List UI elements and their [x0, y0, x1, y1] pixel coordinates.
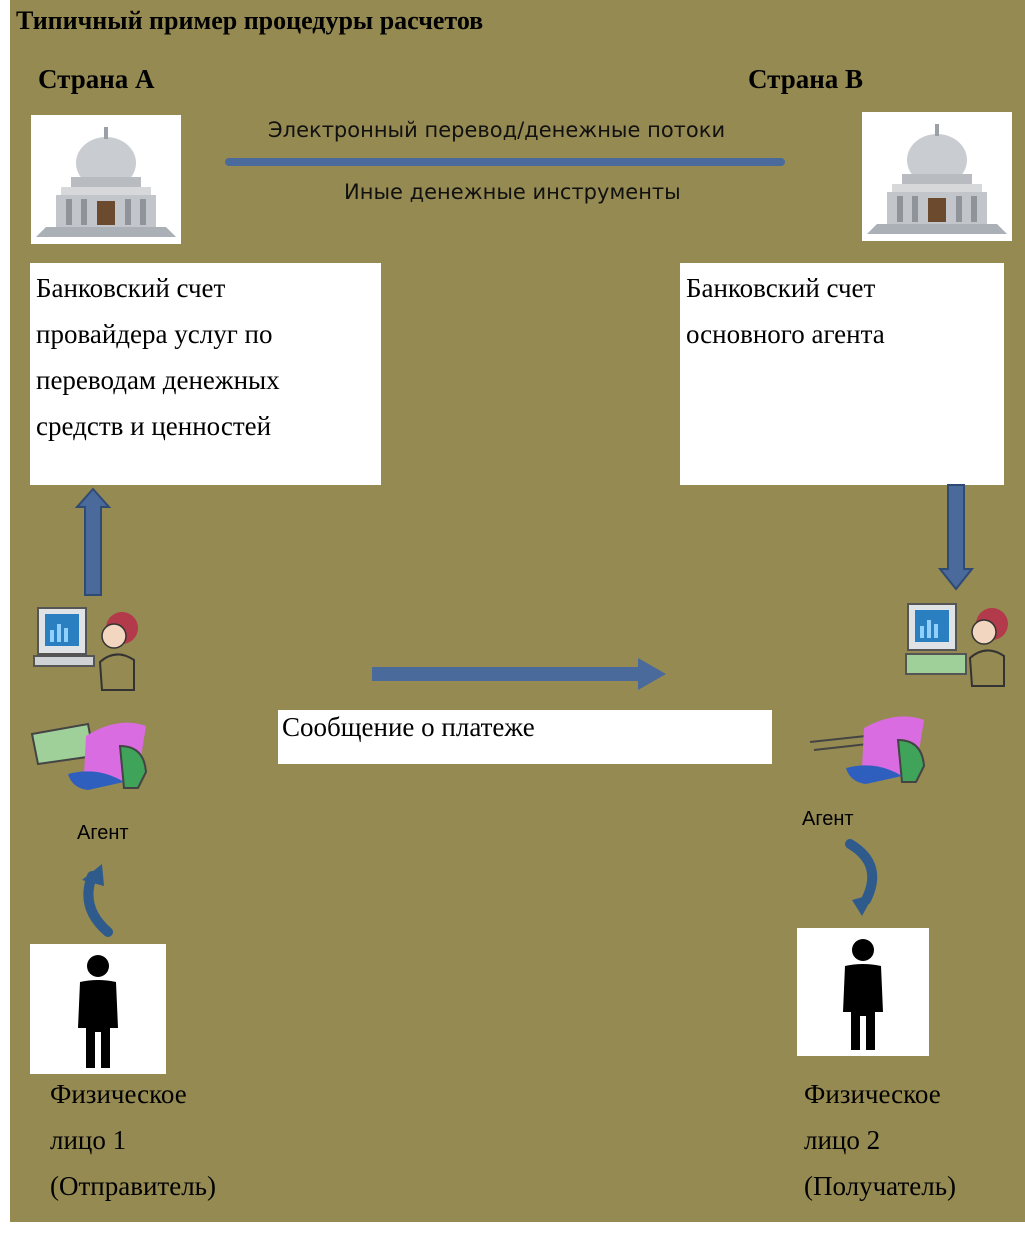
person-left-line: (Отправитель) [50, 1171, 216, 1201]
person-label-right: Физическое лицо 2 (Получатель) [804, 1071, 956, 1209]
bank-building-icon-a [31, 115, 181, 244]
payment-message-box: Сообщение о платеже [278, 710, 772, 764]
account-box-left: Банковский счет провайдера услуг по пере… [30, 263, 381, 485]
account-left-line: провайдера услуг по [36, 319, 273, 349]
diagram-title: Типичный пример процедуры расчетов [16, 6, 484, 35]
payment-message-arrow [372, 658, 666, 690]
person-right-line: Физическое [804, 1079, 941, 1109]
account-left-line: Банковский счет [36, 273, 226, 303]
country-b-label: Страна В [748, 64, 864, 94]
account-right-line: Банковский счет [686, 273, 876, 303]
account-box-right: Банковский счет основного агента [680, 263, 1004, 485]
agent-label-right: Агент [802, 808, 854, 830]
bank-building-icon [36, 127, 176, 237]
account-right-line: основного агента [686, 319, 885, 349]
typing-agent-icon-left [30, 722, 148, 790]
person-right-line: (Получатель) [804, 1171, 957, 1201]
curved-arrow-icon-right [845, 839, 878, 916]
payment-message-label: Сообщение о платеже [282, 712, 535, 742]
flow-label-instruments: Иные денежные инструменты [344, 180, 681, 204]
person-box-left [30, 944, 166, 1074]
bank-building-icon-b [862, 112, 1012, 241]
curved-arrow-icon-left [82, 864, 113, 937]
computer-operator-icon-left [33, 607, 138, 691]
bank-building-icon [867, 124, 1007, 234]
flow-label-electronic: Электронный перевод/денежные потоки [268, 118, 726, 142]
country-connector-arrow [225, 158, 785, 166]
typing-agent-icon-right [809, 716, 926, 784]
computer-operator-icon-right [905, 603, 1008, 687]
person-left-line: Физическое [50, 1079, 187, 1109]
person-icon [78, 955, 118, 1068]
person-left-line: лицо 1 [50, 1125, 127, 1155]
person-right-line: лицо 2 [804, 1125, 881, 1155]
agent-label-left: Агент [77, 822, 129, 844]
country-a-label: Страна А [38, 64, 155, 94]
person-label-left: Физическое лицо 1 (Отправитель) [50, 1071, 216, 1209]
account-left-line: средств и ценностей [36, 411, 272, 441]
person-icon [843, 939, 883, 1050]
down-block-arrow [937, 484, 975, 591]
person-box-right [797, 928, 929, 1056]
up-block-arrow [74, 487, 112, 596]
diagram-canvas: Типичный пример процедуры расчетов Стран… [10, 0, 1025, 1222]
account-left-line: переводам денежных [36, 365, 280, 395]
